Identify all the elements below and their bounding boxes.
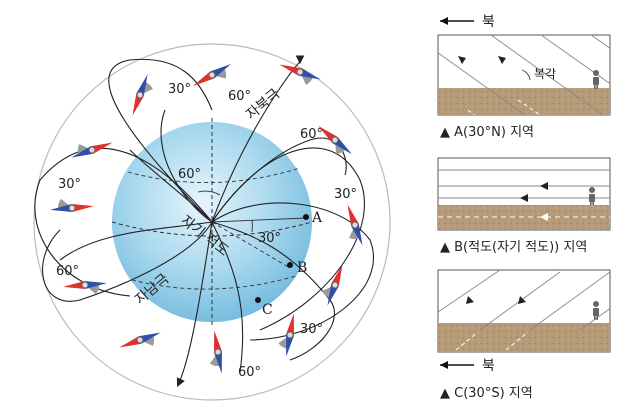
- compass-needle: [63, 281, 107, 295]
- inner-angle-60: 60°: [178, 167, 201, 182]
- compass-needle: [192, 64, 232, 86]
- radius-a: [211, 217, 307, 223]
- person-b-icon: [589, 187, 595, 205]
- inner-angle-30: 30°: [258, 231, 281, 246]
- compass-orbit: [33, 43, 391, 401]
- panel-c: 북 ▲ C(30°S) 지역: [437, 269, 611, 401]
- compass-needle: [119, 332, 161, 348]
- north-arrow-top-label: 북: [482, 14, 495, 30]
- compass-needle: [347, 204, 363, 246]
- point-b-label: B: [297, 260, 307, 276]
- point-markers: A B C: [255, 210, 323, 318]
- compass-needle: [279, 64, 321, 85]
- caption-b: ▲ B(적도(자기 적도)) 지역: [440, 240, 587, 255]
- compass-needle: [318, 125, 352, 155]
- compass-needles: 60° 30° 60° 30° 30° 60° 30° 60°: [50, 64, 363, 380]
- compass-needle: [209, 330, 222, 374]
- compass-angle-label: 60°: [228, 89, 251, 104]
- compass-needle: [50, 198, 94, 212]
- north-arrow-bottom-label: 북: [482, 358, 495, 374]
- person-c-icon: [593, 301, 599, 320]
- compass-angle-label: 60°: [238, 365, 261, 380]
- compass-angle-label: 30°: [168, 82, 191, 97]
- compass-needle: [132, 74, 153, 116]
- compass-angle-label: 30°: [300, 322, 323, 337]
- field-lines: [34, 55, 374, 387]
- compass-angle-label: 60°: [300, 127, 323, 142]
- compass-needle: [278, 313, 294, 357]
- radius-b: [211, 221, 291, 269]
- compass-angle-label: 60°: [56, 264, 79, 279]
- compass-angle-label: 30°: [334, 187, 357, 202]
- compass-needle: [322, 264, 343, 306]
- latitude-30n: [127, 167, 301, 183]
- earth-diagram: A B C 60° 30° 자북극 자남극 자기 적도: [33, 43, 391, 401]
- caption-c: ▲ C(30°S) 지역: [440, 386, 533, 401]
- compass-needle: [71, 142, 113, 158]
- compass-angle-label: 30°: [58, 177, 81, 192]
- point-a-label: A: [311, 210, 323, 226]
- point-c-label: C: [262, 302, 273, 318]
- panel-b: ▲ B(적도(자기 적도)) 지역: [437, 157, 611, 255]
- person-a-icon: [593, 70, 599, 89]
- panel-a: 북 복각 ▲ A(30°N) 지역: [437, 14, 611, 140]
- caption-a: ▲ A(30°N) 지역: [440, 125, 534, 140]
- equator-line: [111, 221, 313, 237]
- dip-label: 복각: [534, 67, 556, 81]
